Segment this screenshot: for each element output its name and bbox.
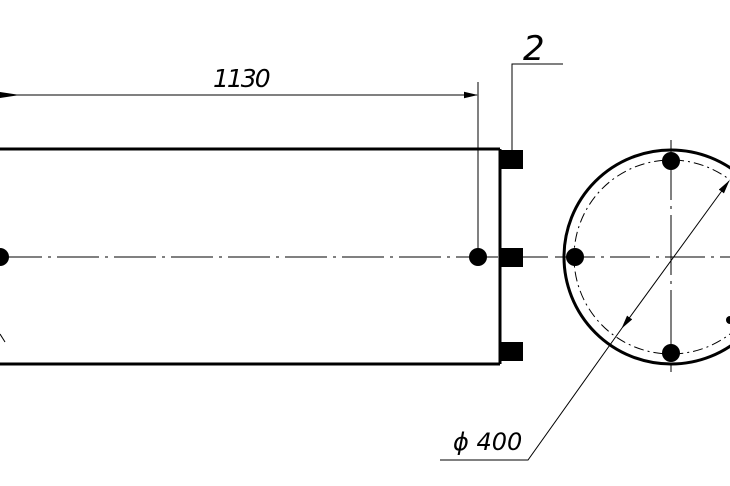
length-dimension: 1130: [0, 64, 479, 255]
end-hole-bottom: [662, 344, 680, 362]
partial-leader-mark: [0, 333, 6, 343]
callout-number-label: 2: [523, 29, 545, 69]
lug-top: [501, 150, 523, 169]
diameter-label: ϕ 400: [453, 428, 522, 456]
end-hole-left: [566, 248, 584, 266]
diameter-dimension-line: [621, 180, 730, 329]
hole-marker-right: [469, 248, 487, 266]
bolt-circle: [573, 159, 730, 355]
callout-leader-line: [511, 63, 563, 150]
cylinder-side-view: [0, 147, 548, 366]
dimension-length-label: 1130: [213, 64, 270, 93]
lug-bottom: [501, 342, 523, 361]
lug-middle: [501, 248, 523, 267]
cylinder-end-view: ϕ 400: [440, 140, 730, 461]
part-callout: 2: [511, 29, 563, 150]
diameter-leader-line: [440, 327, 623, 461]
end-hole-top: [662, 152, 680, 170]
end-hole-right-partial: [726, 316, 730, 324]
hole-marker-left: [0, 248, 9, 266]
dimension-arrow-left: [0, 92, 20, 98]
